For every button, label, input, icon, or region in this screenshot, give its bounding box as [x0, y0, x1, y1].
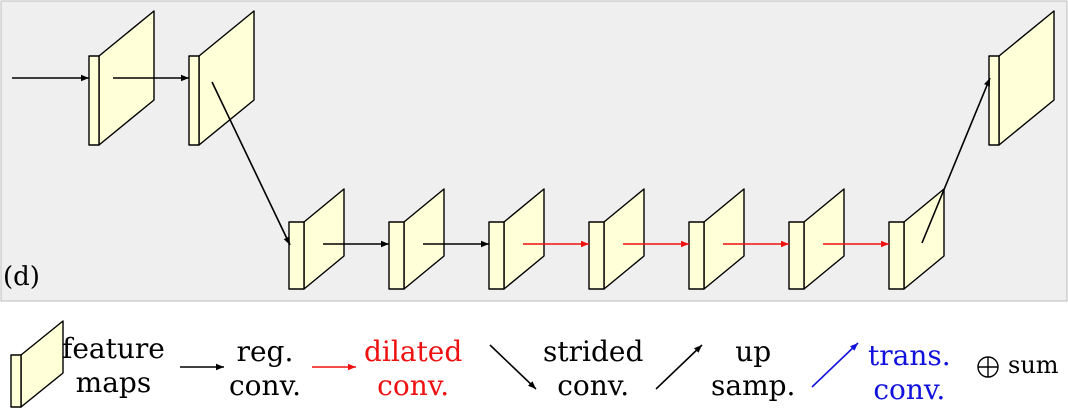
up-sampling-arrow — [921, 77, 991, 244]
legend-up-samp-arrow — [655, 344, 703, 390]
feature-map-4 — [388, 188, 445, 290]
legend-feature-maps-label: feature maps — [62, 332, 165, 400]
feature-map-5 — [488, 188, 545, 290]
legend-trans-conv-line-1: trans. — [868, 339, 951, 372]
legend-sum-label: sum — [1008, 351, 1059, 379]
legend-feature-maps-line-1: feature — [62, 332, 165, 365]
legend-up-samp-label: up samp. — [711, 335, 795, 403]
feature-map-10 — [988, 10, 1055, 146]
legend-dilated-conv-line-1: dilated — [364, 335, 463, 368]
feature-map-8 — [788, 188, 845, 290]
legend-dilated-conv-line-2: conv. — [377, 369, 450, 402]
circle-plus-icon — [977, 356, 999, 378]
legend-reg-conv-label: reg. conv. — [229, 335, 301, 403]
legend-up-samp-line-1: up — [735, 335, 772, 368]
legend-feature-map-icon — [10, 320, 64, 408]
feature-map-3 — [288, 188, 345, 290]
panel-label: (d) — [3, 262, 40, 292]
feature-map-2 — [188, 10, 255, 146]
feature-map-6 — [588, 188, 645, 290]
legend-trans-conv-label: trans. conv. — [868, 339, 951, 407]
legend-trans-conv-arrow — [811, 342, 859, 388]
legend-feature-maps-line-2: maps — [75, 366, 152, 399]
legend-strided-conv-line-1: strided — [543, 335, 644, 368]
legend-strided-conv-label: strided conv. — [543, 335, 643, 403]
legend-reg-conv-line-2: conv. — [229, 369, 301, 402]
strided-conv-arrow — [211, 81, 291, 246]
feature-map-7 — [688, 188, 745, 290]
legend-strided-conv-line-2: conv. — [557, 369, 630, 402]
legend — [10, 320, 999, 408]
legend-reg-conv-line-1: reg. — [236, 335, 294, 368]
legend-strided-conv-arrow — [489, 344, 537, 390]
legend-trans-conv-line-2: conv. — [873, 373, 946, 406]
legend-up-samp-line-2: samp. — [711, 369, 796, 402]
legend-dilated-conv-label: dilated conv. — [364, 335, 462, 403]
